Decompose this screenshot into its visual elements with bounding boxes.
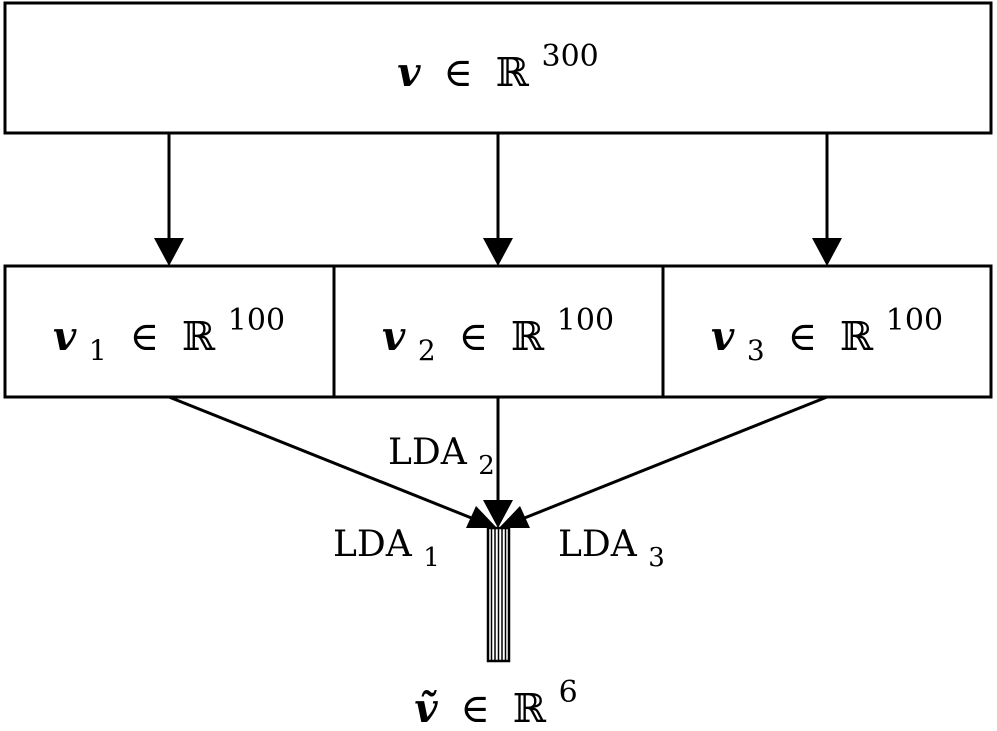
sub-vector-index-3: 3	[747, 334, 765, 367]
lda-label-1-text: LDA	[333, 524, 413, 565]
sub-field-symbol-3: ℝ	[840, 314, 874, 360]
sub-member-symbol-3: ∈	[787, 314, 817, 360]
sub-vector-box-3	[661, 264, 993, 399]
input-vector-box	[3, 1, 993, 135]
sub-dimension-2: 100	[557, 303, 614, 338]
sub-vector-label-1: v 1 ∈ ℝ 100	[53, 303, 285, 370]
lda-label-2: LDA 2	[388, 432, 495, 481]
split-arrow-1-head	[154, 238, 184, 266]
lda-arrow-2-head	[483, 500, 513, 528]
lda-label-1: LDA 1	[333, 524, 440, 573]
lda-label-3-text: LDA	[558, 524, 638, 565]
lda-label-3: LDA 3	[558, 524, 665, 573]
input-field-symbol: ℝ	[496, 50, 530, 96]
input-dimension: 300	[542, 39, 599, 74]
split-arrow-2-head	[483, 238, 513, 266]
lda-label-2-text: LDA	[388, 432, 468, 473]
sub-member-symbol-1: ∈	[129, 314, 159, 360]
sub-vector-label-3: v 3 ∈ ℝ 100	[711, 303, 943, 370]
input-vector-label: v ∈ ℝ 300	[397, 39, 599, 96]
output-vector-label: ṽ ∈ ℝ 6	[414, 675, 577, 731]
sub-vector-box-2	[332, 264, 665, 399]
lda-arrow-1-head	[466, 506, 497, 528]
sub-member-symbol-2: ∈	[458, 314, 488, 360]
output-vector-symbol: ṽ	[414, 685, 438, 731]
lda-label-2-index: 2	[478, 451, 495, 481]
input-member-symbol: ∈	[443, 50, 473, 96]
sub-vector-symbol-2: v	[382, 313, 406, 360]
sub-vector-index-2: 2	[418, 334, 436, 367]
sub-vector-symbol-3: v	[711, 313, 735, 360]
output-member-symbol: ∈	[460, 686, 490, 731]
sub-dimension-1: 100	[228, 303, 285, 338]
split-arrow-3-head	[812, 238, 842, 266]
sub-vector-symbol-1: v	[53, 313, 77, 360]
output-dimension: 6	[559, 675, 578, 710]
lda-label-3-index: 3	[648, 543, 665, 573]
lda-arrow-3-head	[499, 506, 530, 528]
sub-field-symbol-1: ℝ	[182, 314, 216, 360]
input-vector-symbol: v	[397, 49, 421, 96]
lda-label-1-index: 1	[423, 543, 440, 573]
sub-vector-index-1: 1	[89, 334, 107, 367]
output-field-symbol: ℝ	[513, 686, 547, 731]
sub-dimension-3: 100	[886, 303, 943, 338]
sub-vector-label-2: v 2 ∈ ℝ 100	[382, 303, 614, 370]
lda-arrow-3	[521, 395, 828, 521]
lda-arrow-1	[168, 395, 475, 521]
output-vector-bar	[486, 526, 511, 663]
sub-field-symbol-2: ℝ	[511, 314, 545, 360]
